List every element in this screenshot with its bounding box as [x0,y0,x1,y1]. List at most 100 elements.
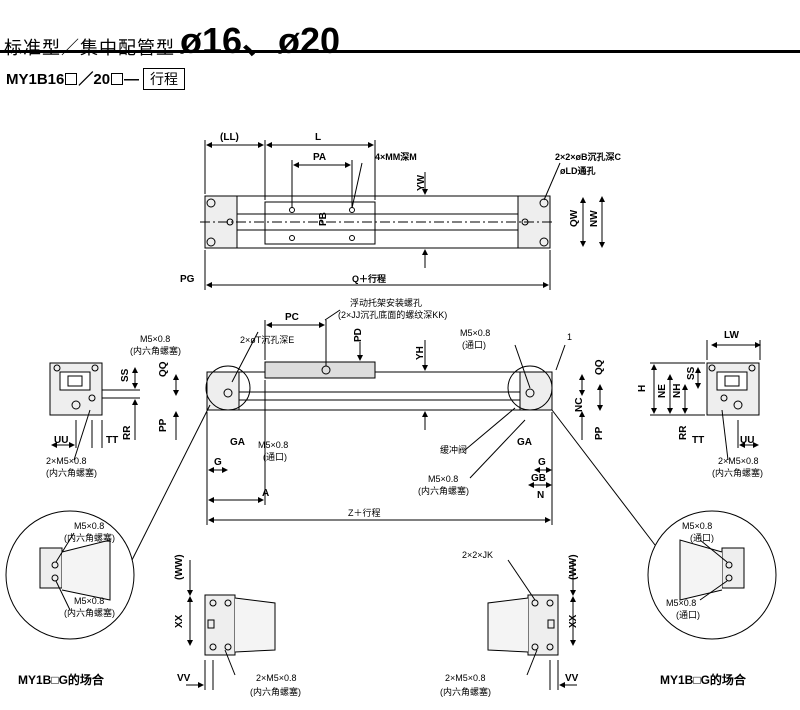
hex-right-end: (内六角螺塞) [712,467,763,478]
dim-T: 2×øT沉孔深E [240,335,294,345]
port-right: (通口) [462,340,486,350]
front-view-labels: 浮动托架安装螺孔 (2×JJ沉孔底面的螺纹深KK) PC 2×øT沉孔深E PD… [120,297,605,518]
dim-PA: PA [313,152,326,163]
m5-center: M5×0.8 [258,440,288,450]
header-subtitle: 标准型／集中配管型 [4,38,175,58]
dim-RR-left: RR [122,425,133,440]
page-header: 标准型／集中配管型 ø16、ø20 [0,0,800,61]
detail-right-m5b: M5×0.8 [666,598,696,608]
dim-WW-right: (WW) [568,554,579,580]
dim-QQ-left: QQ [158,361,169,377]
dim-PG: PG [180,274,195,285]
dim-one: 1 [567,332,572,342]
model-code: MY1B16 ／20 —行程 [6,68,186,90]
model-stroke-box: 行程 [143,68,186,90]
dim-XX-left: XX [174,614,185,628]
dim-PD: PD [353,328,364,342]
dim-SS-right: SS [686,366,697,380]
bottom-right-labels: 2×2×JK (WW) XX VV 2×M5×0.8 (内六角螺塞) MY1B□… [440,550,747,697]
front-view [173,309,603,525]
hex-bottom-left: (内六角螺塞) [250,686,301,697]
dim-XX-right: XX [568,614,579,628]
dim-VV-right: VV [565,673,579,684]
right-end-view [650,340,761,461]
m5-center-2: M5×0.8 [428,474,458,484]
dim-RR-right: RR [678,425,689,440]
detail-left [5,404,211,640]
dim-WW-left: (WW) [174,554,185,580]
header-title: ø16、ø20 [180,20,341,61]
dim-GB: GB [531,473,546,484]
dim-JK: 2×2×JK [462,550,493,560]
dim-G-right: G [538,457,546,468]
detail-left-hexb: (内六角螺塞) [64,607,115,618]
m5-right-end: 2×M5×0.8 [718,456,759,466]
dim-PP-right: PP [594,426,605,440]
detail-right-portb: (通口) [676,610,700,620]
model-part3: — [124,71,140,88]
float-label-1: 浮动托架安装螺孔 [350,297,422,308]
model-part2: ／20 [78,71,111,88]
m5-left-end: 2×M5×0.8 [46,456,87,466]
model-part1: MY1B16 [6,71,65,88]
dim-NW: NW [589,210,600,227]
bottom-right-view [487,559,577,690]
dim-PC: PC [285,312,299,323]
detail-right-labels: M5×0.8 (通口) M5×0.8 (通口) [666,521,714,620]
hex-left: (内六角螺塞) [130,345,181,356]
detail-left-hexa: (内六角螺塞) [64,532,115,543]
m5-bottom-right: 2×M5×0.8 [445,673,486,683]
dim-G-left: G [214,457,222,468]
detail-right-m5a: M5×0.8 [682,521,712,531]
float-label-2: (2×JJ沉孔底面的螺纹深KK) [338,309,447,320]
dim-VV-left: VV [177,673,191,684]
dim-LW: LW [724,330,740,341]
hex-left-end: (内六角螺塞) [46,467,97,478]
dim-H: H [637,385,648,392]
detail-right-porta: (通口) [690,533,714,543]
hex-bottom-right: (内六角螺塞) [440,686,491,697]
cushion-valve: 缓冲阀 [440,444,467,455]
dim-NE: NE [657,384,668,398]
dim-TT-left: TT [106,435,118,446]
dim-Q: Q＋行程 [352,273,386,284]
dim-NH: NH [672,384,683,398]
caption-bottom-right: MY1B□G的场合 [660,672,747,687]
m5-bottom-left: 2×M5×0.8 [256,673,297,683]
dim-LL: (LL) [220,132,239,143]
port-center: (通口) [263,452,287,462]
dim-YH: YH [415,346,426,360]
dim-PB: PB [318,212,329,226]
m5-left: M5×0.8 [140,334,170,344]
dim-GA-left: GA [230,437,245,448]
m5-right: M5×0.8 [460,328,490,338]
dim-PP-left: PP [158,418,169,432]
dim-B: 2×2×øB沉孔深C [555,151,622,162]
dim-UU-right: UU [740,435,754,446]
dim-QQ-right: QQ [594,359,605,375]
dim-UU-left: UU [54,435,68,446]
caption-bottom-left: MY1B□G的场合 [18,672,105,687]
header-rule [0,50,800,53]
dim-A: A [262,488,269,499]
left-end-view [49,362,140,461]
dim-QW: QW [569,209,580,227]
dim-L: L [315,132,321,143]
detail-left-labels: M5×0.8 (内六角螺塞) M5×0.8 (内六角螺塞) [64,521,115,618]
right-end-labels: LW H NE NH SS RR TT UU 2×M5×0.8 (内六角螺塞) [637,330,763,478]
dim-NC: NC [574,398,585,412]
detail-left-m5a: M5×0.8 [74,521,104,531]
top-view-labels: (LL) L PA 4×MM深M 2×2×øB沉孔深C øLD通孔 YW QW … [180,132,622,285]
bottom-left-view [186,560,276,690]
bottom-left-labels: (WW) XX VV 2×M5×0.8 (内六角螺塞) MY1B□G的场合 [18,554,301,697]
hex-center-2: (内六角螺塞) [418,485,469,496]
detail-left-m5b: M5×0.8 [74,596,104,606]
dim-N: N [537,490,544,501]
dim-SS-left: SS [120,368,131,382]
dim-GA-right: GA [517,437,532,448]
dim-YW: YW [416,174,427,191]
model-box-1 [65,73,78,85]
detail-right [551,409,777,640]
model-box-2 [111,73,124,85]
